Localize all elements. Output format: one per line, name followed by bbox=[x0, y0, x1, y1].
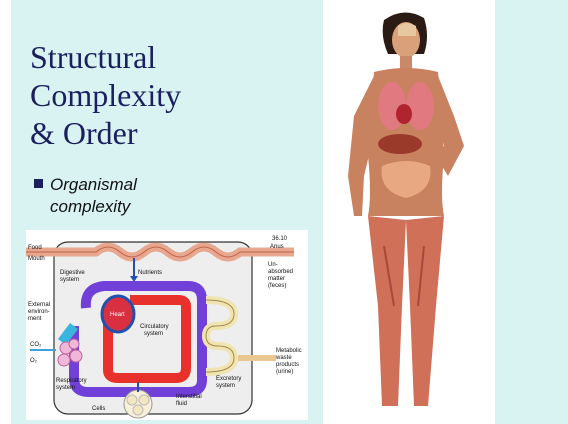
liver-icon bbox=[378, 134, 422, 154]
label-circulatory-2: system bbox=[144, 331, 163, 337]
cells-icon bbox=[124, 390, 152, 418]
label-interstitial-1: Interstitial bbox=[176, 394, 202, 400]
bullet-square-icon bbox=[34, 179, 43, 188]
neck-icon bbox=[400, 56, 412, 70]
bullet-line-1: Organismal bbox=[50, 174, 270, 196]
label-nutrients: Nutrients bbox=[138, 270, 162, 276]
label-metabolic-1: Metabolic bbox=[276, 348, 302, 354]
label-unabsorbed-1: Un- bbox=[268, 262, 278, 268]
label-excretory-1: Excretory bbox=[216, 376, 241, 382]
label-cells: Cells bbox=[92, 406, 105, 412]
label-metabolic-4: (urine) bbox=[276, 369, 293, 375]
left-lung-icon bbox=[406, 82, 434, 130]
label-digestive-system: system bbox=[60, 277, 79, 283]
label-anus: Anus bbox=[270, 244, 284, 250]
bullet-line-2: complexity bbox=[50, 196, 270, 218]
label-excretory-2: system bbox=[216, 383, 235, 389]
label-interstitial-2: fluid bbox=[176, 401, 187, 407]
label-external-3: ment bbox=[28, 316, 42, 322]
label-co2: CO₂ bbox=[30, 342, 42, 348]
bullet-text: Organismal complexity bbox=[50, 174, 270, 218]
label-metabolic-3: products bbox=[276, 362, 299, 368]
heart-organ-icon bbox=[396, 104, 412, 124]
label-metabolic-2: waste bbox=[275, 355, 292, 361]
label-external-1: External bbox=[28, 302, 50, 308]
slide-title: Structural Complexity & Order bbox=[30, 38, 310, 152]
right-panel bbox=[495, 0, 568, 424]
label-digestive: Digestive bbox=[60, 270, 85, 276]
label-mouth: Mouth bbox=[28, 256, 45, 262]
label-circulatory-1: Circulatory bbox=[140, 324, 169, 330]
human-anatomy-figure bbox=[324, 6, 495, 418]
label-code: 36.10 bbox=[272, 236, 288, 242]
label-respiratory-1: Respiratory bbox=[56, 378, 87, 384]
label-external-2: environ- bbox=[28, 309, 50, 315]
brain-icon bbox=[398, 23, 416, 36]
label-o2: O₂ bbox=[30, 358, 38, 364]
title-line-2: Complexity bbox=[30, 76, 310, 114]
label-heart: Heart bbox=[110, 312, 125, 318]
label-food: Food bbox=[28, 245, 42, 251]
label-unabsorbed-4: (feces) bbox=[268, 283, 286, 289]
label-unabsorbed-3: matter bbox=[268, 276, 285, 282]
title-line-1: Structural bbox=[30, 38, 310, 76]
organ-systems-diagram: Food Mouth Digestive system Nutrients 36… bbox=[26, 230, 308, 420]
label-respiratory-2: system bbox=[56, 385, 75, 391]
label-unabsorbed-2: absorbed bbox=[268, 269, 293, 275]
title-line-3: & Order bbox=[30, 114, 310, 152]
